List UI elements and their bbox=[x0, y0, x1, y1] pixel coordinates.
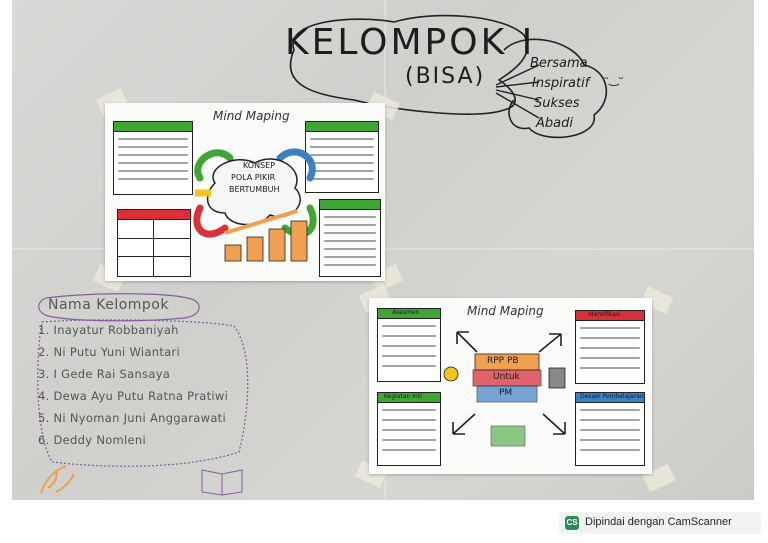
center-text: Untuk bbox=[493, 372, 520, 382]
center-text: PM bbox=[499, 388, 513, 398]
doodle-face: ᵕ‿ᵕ bbox=[604, 72, 624, 86]
motto-word: Sukses bbox=[534, 96, 580, 111]
camscanner-text: Dipindai dengan CamScanner bbox=[585, 516, 732, 528]
group-members-outline bbox=[37, 293, 249, 467]
group-member: 6. Deddy Nomleni bbox=[38, 433, 147, 447]
book-doodle-icon bbox=[201, 469, 243, 496]
info-box: Kegiatan Inti bbox=[377, 392, 441, 466]
info-box bbox=[319, 199, 381, 277]
info-box bbox=[305, 121, 379, 193]
mindmap-logo: Mind Maping bbox=[213, 109, 290, 123]
info-table bbox=[117, 209, 191, 277]
group-member: 4. Dewa Ayu Putu Ratna Pratiwi bbox=[38, 389, 229, 403]
center-brain-drawing bbox=[193, 148, 317, 262]
camscanner-logo-icon: CS bbox=[565, 516, 579, 530]
camscanner-watermark: CS Dipindai dengan CamScanner bbox=[559, 512, 761, 534]
motto-word: Inspiratif bbox=[532, 76, 590, 91]
info-box: Asesmen bbox=[377, 308, 441, 382]
group-member: 2. Ni Putu Yuni Wiantari bbox=[38, 345, 181, 359]
center-text: BERTUMBUH bbox=[229, 185, 280, 194]
motto-word: Bersama bbox=[530, 56, 588, 71]
paper-fold bbox=[384, 0, 386, 500]
leaf-doodle bbox=[40, 465, 75, 494]
scanned-photo: KELOMPOK I (BISA) Bersama Inspiratif Suk… bbox=[12, 0, 754, 500]
group-member: 3. I Gede Rai Sansaya bbox=[38, 367, 171, 381]
center-drawing bbox=[443, 331, 566, 447]
info-box bbox=[113, 121, 193, 195]
group-members-heading: Nama Kelompok bbox=[48, 297, 169, 313]
title-cloud-outline bbox=[289, 14, 608, 139]
group-title: KELOMPOK I bbox=[285, 22, 536, 63]
center-text: RPP PB bbox=[487, 356, 519, 366]
mindmap-sheet-1: Mind Maping bbox=[105, 103, 385, 281]
mindmap-logo: Mind Maping bbox=[467, 304, 544, 318]
mindmap-sheet-2: Mind Maping Asesmen Identifikasi Kegiata… bbox=[369, 298, 652, 474]
group-acronym: (BISA) bbox=[405, 64, 486, 89]
group-member: 5. Ni Nyoman Juni Anggarawati bbox=[38, 411, 226, 425]
info-box: Identifikasi bbox=[575, 310, 645, 384]
center-text: POLA PIKIR bbox=[231, 173, 276, 182]
info-box: Desain Pembelajaran bbox=[575, 392, 645, 466]
group-member: 1. Inayatur Robbaniyah bbox=[38, 323, 179, 337]
motto-word: Abadi bbox=[536, 116, 573, 131]
center-text: KONSEP bbox=[243, 161, 276, 170]
